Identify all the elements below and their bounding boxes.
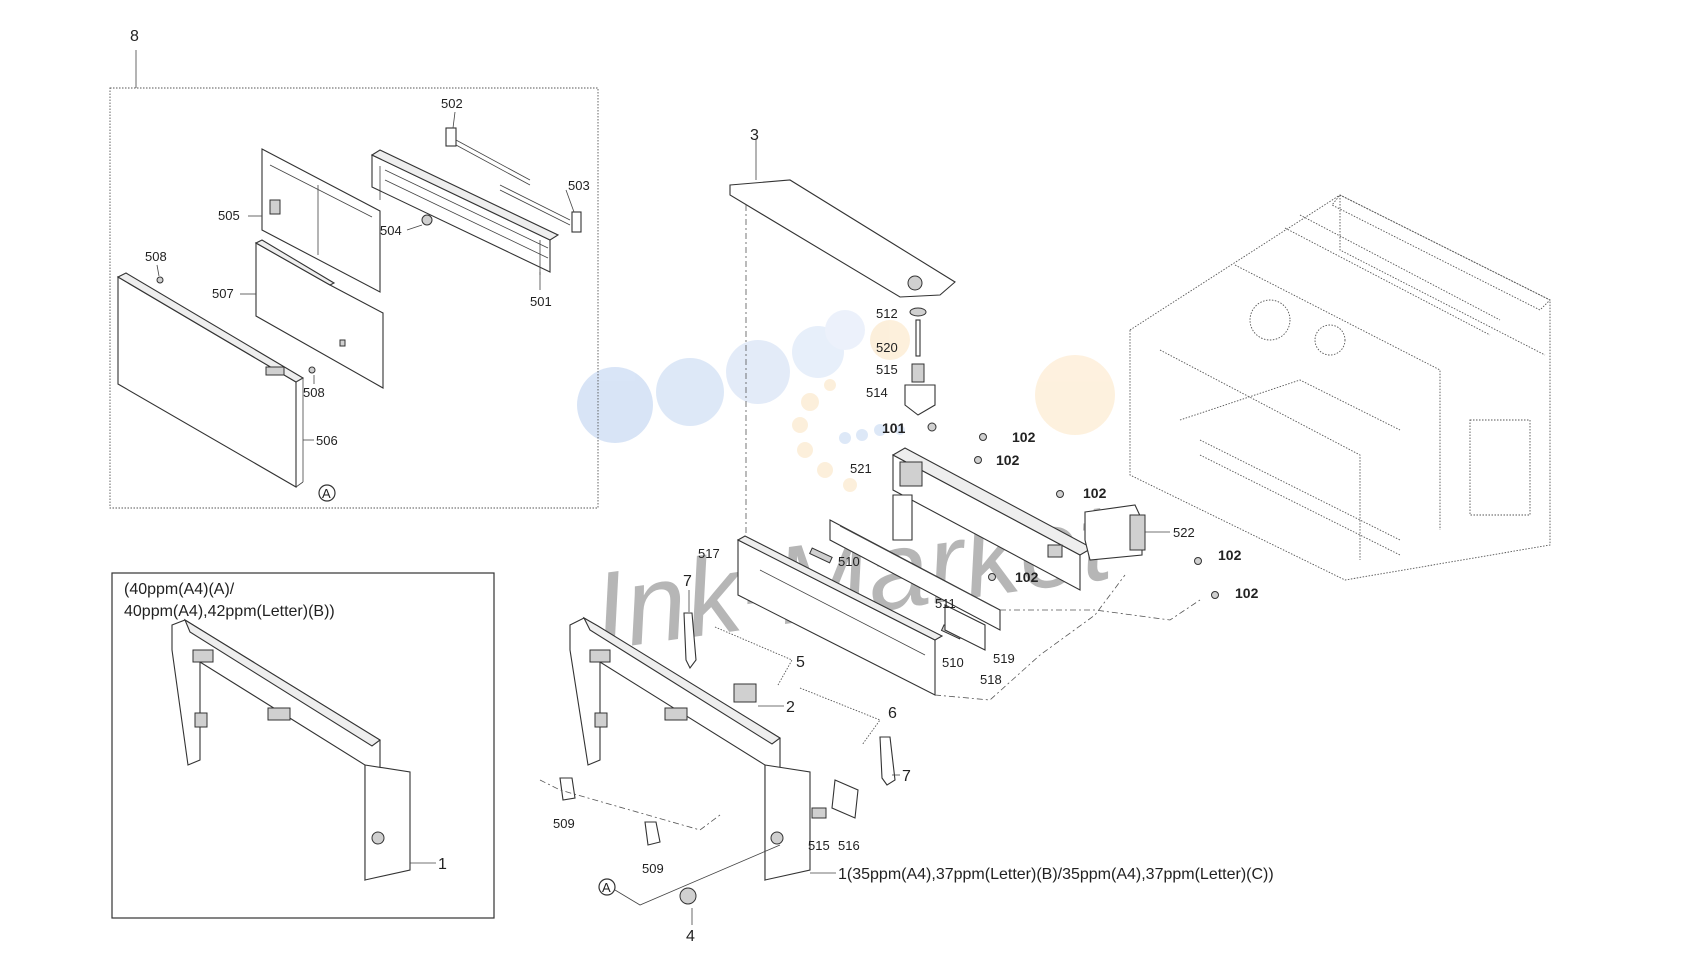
label-102c: 102 <box>1083 485 1107 501</box>
label-510a: 510 <box>838 554 860 569</box>
part-4-knob <box>679 887 697 905</box>
label-7a: 7 <box>683 573 692 590</box>
label-518: 518 <box>980 672 1002 687</box>
part-514-bracket <box>904 384 936 416</box>
label-514: 514 <box>866 385 888 400</box>
label-102b: 102 <box>996 452 1020 468</box>
part-507-inner-plate <box>254 239 384 389</box>
label-503: 503 <box>568 178 590 193</box>
part-508-screw <box>156 276 316 374</box>
part-501-guide-frame <box>370 149 560 275</box>
ref-marker-a <box>318 484 336 502</box>
part-502-rail <box>445 127 531 186</box>
label-521: 521 <box>850 461 872 476</box>
label-504: 504 <box>380 223 402 238</box>
label-501: 501 <box>530 294 552 309</box>
label-515b: 515 <box>808 838 830 853</box>
label-2: 2 <box>786 699 795 716</box>
ref-marker-a-bottom <box>598 878 616 896</box>
part-505-guide-sheet <box>261 148 381 293</box>
group-label: 8 <box>130 28 139 45</box>
label-505: 505 <box>218 208 240 223</box>
variant-inset-box <box>111 572 495 919</box>
part-102-screws <box>974 433 1219 599</box>
label-515a: 515 <box>876 362 898 377</box>
part-5-sheet <box>714 626 793 686</box>
part-6-sheet <box>799 687 881 746</box>
label-4: 4 <box>686 928 695 945</box>
label-502: 502 <box>441 96 463 111</box>
label-516: 516 <box>838 838 860 853</box>
label-508a: 508 <box>145 249 167 264</box>
label-3: 3 <box>750 127 759 144</box>
label-102f: 102 <box>1235 585 1259 601</box>
printer-body-frame <box>1129 194 1551 581</box>
label-5: 5 <box>796 654 805 671</box>
label-517: 517 <box>698 546 720 561</box>
part-515-spring <box>911 363 925 383</box>
part-509-latch <box>559 777 661 846</box>
label-101: 101 <box>882 420 906 436</box>
part-512-cap <box>909 307 927 317</box>
label-522: 522 <box>1173 525 1195 540</box>
label-509a: 509 <box>553 816 575 831</box>
part-101-screw <box>927 422 937 432</box>
ref-marker-a-text: A <box>322 486 331 501</box>
part-521-sensor-bracket <box>891 447 1094 591</box>
inset-front-frame <box>171 618 411 882</box>
label-102e: 102 <box>1218 547 1242 563</box>
part-515-spring-lower <box>811 807 827 819</box>
label-509b: 509 <box>642 861 664 876</box>
label-506: 506 <box>316 433 338 448</box>
part-506-front-cover <box>116 272 305 488</box>
label-511: 511 <box>935 596 956 611</box>
label-519: 519 <box>993 651 1015 666</box>
label-102d: 102 <box>1015 569 1039 585</box>
part-1-front-frame <box>569 616 811 882</box>
part-519-holder <box>944 604 986 651</box>
label-520: 520 <box>876 340 898 355</box>
label-6: 6 <box>888 705 897 722</box>
label-508b: 508 <box>303 385 325 400</box>
label-1-inset: 1 <box>438 856 447 873</box>
label-507: 507 <box>212 286 234 301</box>
part-7-lever <box>683 612 896 786</box>
part-518-rail <box>829 519 1001 631</box>
part-503-rail <box>499 184 582 233</box>
group-8-frame <box>109 87 599 509</box>
label-102a: 102 <box>1012 429 1036 445</box>
label-510b: 510 <box>942 655 964 670</box>
label-7b: 7 <box>902 768 911 785</box>
inset-note-line2: 40ppm(A4),42ppm(Letter)(B)) <box>124 603 335 620</box>
ref-marker-a-bottom-text: A <box>602 880 611 895</box>
part-3-top-plate <box>729 179 956 298</box>
inset-note-line1: (40ppm(A4)(A)/ <box>124 581 235 598</box>
variant-label: 1(35ppm(A4),37ppm(Letter)(B)/35ppm(A4),3… <box>838 866 1274 883</box>
part-522-connector-housing <box>1084 504 1146 561</box>
part-520-shaft <box>915 319 921 357</box>
label-512: 512 <box>876 306 898 321</box>
part-516-bracket <box>831 779 859 819</box>
part-2-connector <box>733 683 757 703</box>
